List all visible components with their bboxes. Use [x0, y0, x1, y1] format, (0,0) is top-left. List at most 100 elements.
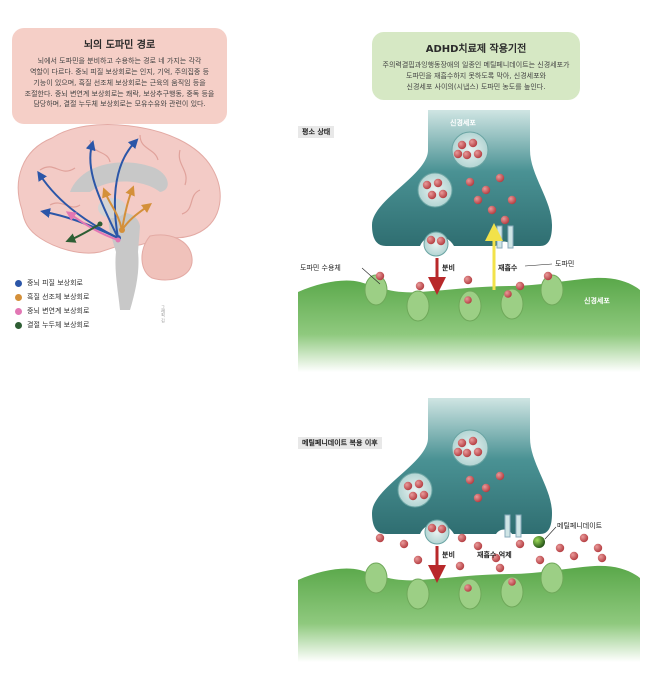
- legend-dot: [15, 279, 22, 287]
- label-release-after: 분비: [442, 551, 455, 559]
- dopamine-molecule: [453, 447, 463, 457]
- dopamine-molecule: [500, 215, 510, 225]
- dopamine-receptor: [406, 290, 430, 322]
- label-neuron-top: 신경세포: [450, 119, 476, 127]
- dopamine-receptor: [364, 274, 388, 306]
- dopamine-molecule: [427, 523, 437, 533]
- dopamine-receptor: [458, 578, 482, 610]
- legend-label: 흑질 선조체 보상회로: [27, 293, 90, 301]
- text-line: 신경세포 사이의(시냅스) 도파민 농도를 높인다.: [406, 82, 546, 91]
- dopamine-molecule: [436, 236, 446, 246]
- dopamine-molecule: [427, 190, 437, 200]
- dopamine-molecule: [495, 173, 505, 183]
- text-line: 기능이 있으며, 흑질 선조체 보상회로는 근육의 움직임 등을: [33, 78, 206, 87]
- label-release-normal: 분비: [442, 264, 455, 272]
- dopamine-molecule: [375, 271, 385, 281]
- dopamine-molecule: [464, 584, 472, 592]
- vesicle: [397, 472, 433, 508]
- dopamine-molecule: [495, 471, 505, 481]
- dopamine-receptor: [406, 578, 430, 610]
- dopamine-molecule: [457, 140, 467, 150]
- label-receptor: 도파민 수용체: [300, 264, 341, 272]
- legend-item: 중뇌 변연계 보상회로: [15, 306, 89, 316]
- pathway-nigrostriatal: [102, 185, 153, 233]
- dopamine-molecule: [515, 281, 525, 291]
- text-line: 담당하며, 결절 누두체 보상회로는 모유수유와 관련이 있다.: [33, 100, 206, 109]
- dopamine-molecule: [413, 555, 423, 565]
- dopamine-molecule: [597, 553, 607, 563]
- dopamine-molecule: [375, 533, 385, 543]
- label-dopamine: 도파민: [555, 260, 575, 268]
- dopamine-molecule: [462, 150, 472, 160]
- dopamine-molecule: [543, 271, 553, 281]
- text-line: 주의력결핍과잉행동장애의 일종인 메틸페니데이트는 신경세포가: [382, 61, 570, 69]
- dopamine-molecule: [579, 533, 589, 543]
- dopamine-molecule: [473, 195, 483, 205]
- dopamine-molecule: [419, 490, 429, 500]
- dopamine-molecule: [535, 555, 545, 565]
- adhd-mechanism-box: ADHD치료제 작용기전 주의력결핍과잉행동장애의 일종인 메틸페니데이트는 신…: [372, 32, 580, 100]
- legend-item: 중뇌 피질 보상회로: [15, 278, 89, 288]
- dopamine-molecule: [515, 539, 525, 549]
- text-line: 조절한다. 중뇌 변연계 보상회로는 쾌락, 보상추구행동, 중독 등을: [24, 89, 215, 98]
- cerebellum: [141, 234, 193, 281]
- legend-item: 흑질 선조체 보상회로: [15, 292, 89, 302]
- dopamine-molecule: [465, 177, 475, 187]
- dopamine-molecule: [473, 541, 483, 551]
- dopamine-molecule: [569, 551, 579, 561]
- dopamine-molecule: [465, 475, 475, 485]
- label-neuron-bottom: 신경세포: [584, 297, 610, 305]
- pathway-tuberoinfundibular: [65, 221, 103, 243]
- dopamine-molecule: [508, 578, 516, 586]
- dopamine-receptor: [540, 562, 564, 594]
- dopamine-molecule: [453, 149, 463, 159]
- graphic-credit: 그래픽 김: [161, 305, 166, 323]
- legend-dot: [15, 293, 22, 301]
- brain-pathway-text: 뇌에서 도파민을 분비하고 수용하는 경로 네 가지는 각각 역할이 다르다. …: [22, 56, 217, 110]
- vesicle: [417, 172, 453, 208]
- dopamine-molecule: [491, 553, 501, 563]
- methylphenidate-molecule: [533, 536, 545, 548]
- dopamine-receptor: [458, 290, 482, 322]
- dopamine-molecule: [507, 195, 517, 205]
- dopamine-molecule: [495, 563, 505, 573]
- thalamus: [98, 198, 126, 218]
- synapse-after-drug: [298, 398, 640, 662]
- legend-dot: [15, 321, 22, 329]
- brain-pathway-title: 뇌의 도파민 경로: [83, 40, 156, 51]
- dopamine-molecule: [468, 436, 478, 446]
- dopamine-molecule: [481, 483, 491, 493]
- presynaptic-neuron-normal: [372, 110, 552, 246]
- brain-folds: [39, 134, 201, 215]
- text-line: 역할이 다르다. 중뇌 피질 보상회로는 인지, 기억, 주의집중 등: [29, 67, 210, 76]
- dopamine-molecule: [438, 189, 448, 199]
- dopamine-molecule: [555, 543, 565, 553]
- dopamine-molecule: [593, 543, 603, 553]
- adhd-mechanism-text: 주의력결핍과잉행동장애의 일종인 메틸페니데이트는 신경세포가 도파민을 재흡수…: [382, 60, 570, 93]
- dopamine-molecule: [481, 185, 491, 195]
- dopamine-molecule: [487, 205, 497, 215]
- dopamine-receptor: [540, 274, 564, 306]
- vesicle-fused: [424, 519, 450, 545]
- legend-label: 결절 누두체 보상회로: [27, 321, 90, 329]
- pathway-mesolimbic: [65, 211, 121, 243]
- dopamine-molecule: [473, 149, 483, 159]
- dopamine-molecule: [457, 533, 467, 543]
- legend-item: 결절 누두체 보상회로: [15, 320, 89, 330]
- dopamine-molecule: [455, 561, 465, 571]
- dopamine-molecule: [415, 281, 425, 291]
- dopamine-molecule: [462, 448, 472, 458]
- legend-dot: [15, 307, 22, 315]
- dopamine-molecule: [437, 524, 447, 534]
- dopamine-receptor: [364, 562, 388, 594]
- synapse-normal: [298, 110, 640, 372]
- adhd-mechanism-title: ADHD치료제 작용기전: [425, 44, 527, 55]
- dopamine-molecule: [433, 178, 443, 188]
- label-reuptake-block: 재흡수 억제: [477, 551, 512, 559]
- panel-label-normal: 평소 상태: [298, 126, 335, 138]
- dopamine-molecule: [426, 235, 436, 245]
- label-methylphenidate: 메틸페니데이트: [557, 522, 603, 530]
- presynaptic-neuron-after: [372, 398, 552, 534]
- dopamine-molecule: [463, 275, 473, 285]
